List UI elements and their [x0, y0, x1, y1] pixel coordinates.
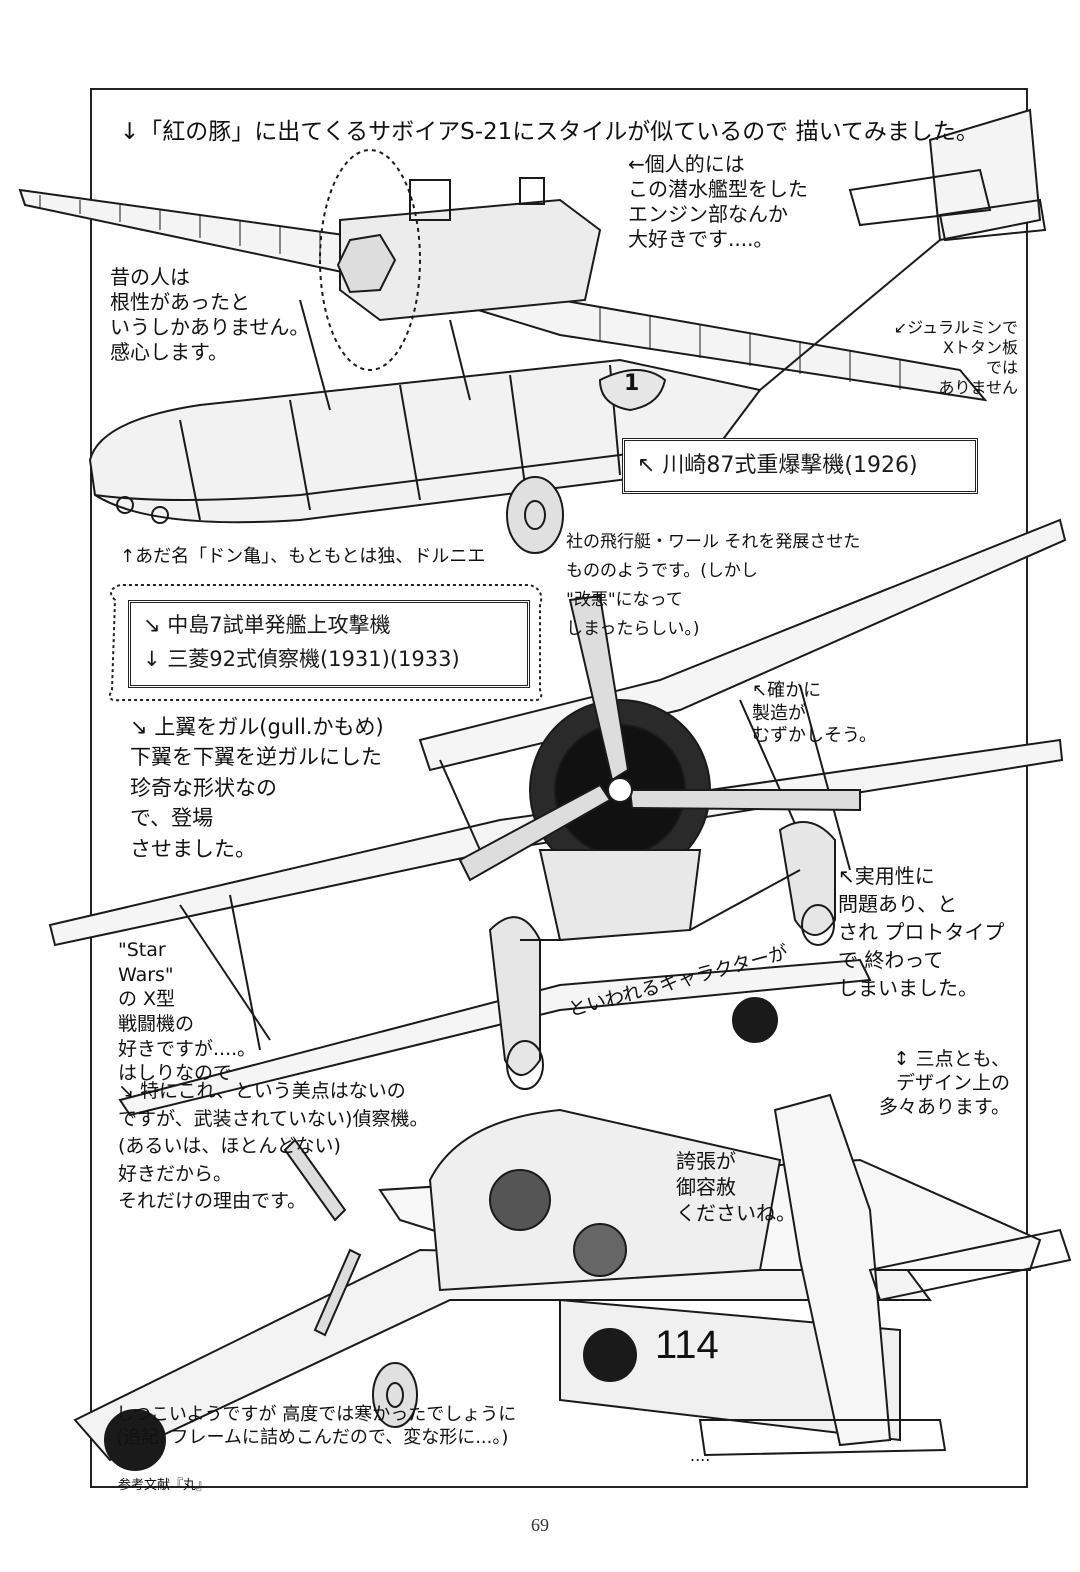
biplane-drawing	[48, 518, 1067, 1117]
gull-wing-note: ↘ 上翼をガル(gull.かもめ) 下翼を下翼を逆ガルにした 珍奇な形状なの で…	[130, 715, 384, 861]
seaplane-number-marking: 1	[624, 371, 640, 396]
star-wars-note: "Star Wars" の X型 戦闘機の 好きですが....。 はしりなので	[118, 939, 257, 1085]
kawasaki-label: ↖ 川崎87式重爆撃機(1926)	[622, 438, 978, 494]
duralumin-note: ↙ジュラルミンで Xトタン板 では ありません	[893, 318, 1018, 397]
page-frame	[90, 88, 1028, 1488]
page-number: 69	[531, 1515, 549, 1535]
seaplane-drawing	[18, 108, 1047, 554]
kawasaki-label-text: ↖ 川崎87式重爆撃機(1926)	[637, 453, 918, 478]
nakajima-label-text: ↘ 中島7試単発艦上攻撃機	[143, 613, 391, 637]
exaggeration-note: 誇張が 御容赦 くださいね。	[676, 1149, 796, 1225]
mitsubishi-label-text: ↓ 三菱92式偵察機(1931)(1933)	[143, 646, 460, 671]
reference-note: 参考文献『丸』	[118, 1478, 210, 1493]
recon-number-marking: 114	[655, 1323, 719, 1367]
no-merit-note: ↘ 特にこれ、という美点はないの ですが、武装されていない)偵察機。 (あるいは…	[118, 1080, 429, 1213]
people-past-note: 昔の人は 根性があったと いうしかありません。 感心します。	[110, 265, 310, 364]
hard-build-note: ↖確かに 製造が むずかしそう。	[752, 680, 877, 746]
three-points-note: ↕ 三点とも、 デザイン上の 多々あります。	[878, 1048, 1010, 1118]
header-note: ↓「紅の豚」に出てくるサボイアS-21にスタイルが似ているので 描いてみました。	[120, 119, 979, 145]
engine-pod-note: ←個人的には この潜水艦型をした エンジン部なんか 大好きです....。	[628, 152, 808, 251]
practicality-note: ↖実用性に 問題あり、と され プロトタイプ で 終わって しまいました。	[838, 864, 1005, 1000]
persistent-note: しつこいようですが 高度では寒かったでしょうに (追記. フレームに詰めこんだの…	[116, 1404, 517, 1448]
nickname-note: ↑あだ名「ドン亀」、もともとは独、ドルニエ	[120, 546, 486, 567]
ellipsis-note: ....	[690, 1446, 711, 1465]
dornier-note: 社の飛行艇・ワール それを発展させた もののようです。(しかし "改悪"になって…	[566, 532, 861, 639]
recon-plane-drawing	[73, 1093, 1072, 1471]
nakajima-mitsubishi-label: ↘ 中島7試単発艦上攻撃機 ↓ 三菱92式偵察機(1931)(1933)	[128, 600, 530, 688]
